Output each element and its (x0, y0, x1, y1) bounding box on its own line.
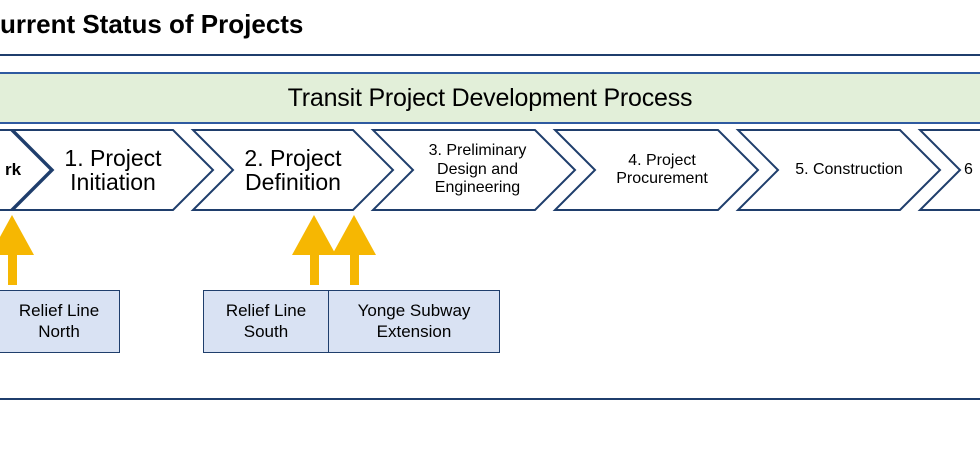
stage-0-label: rk (4, 160, 22, 180)
stage-4-chevron (552, 129, 760, 211)
stage-5-label: 5. Construction (795, 160, 903, 178)
stage-5-chevron (735, 129, 942, 211)
stage-3-label: 3. Preliminary Design and Engineering (428, 142, 527, 197)
stage-2-label: 2. Project Definition (244, 144, 342, 195)
status-arrow-icon (292, 215, 336, 285)
process-banner: Transit Project Development Process (0, 72, 980, 124)
stage-3-chevron (370, 129, 577, 211)
status-arrow-icon (0, 215, 34, 285)
stage-2-chevron (190, 129, 395, 211)
stage-6-chevron (917, 129, 980, 211)
bottom-divider (0, 398, 980, 400)
stage-6-label: 6 (964, 160, 973, 178)
stage-4-label: 4. Project Procurement (616, 151, 708, 187)
stage-0-chevron (0, 129, 53, 211)
page-title: urrent Status of Projects (0, 9, 304, 39)
project-relief-line-north: Relief Line North (0, 290, 120, 353)
project-yonge-subway-extension: Yonge Subway Extension (328, 290, 500, 353)
stage-1-label: 1. Project Initiation (64, 144, 162, 195)
top-divider (0, 54, 980, 56)
stage-1-chevron (10, 129, 215, 211)
status-arrow-icon (332, 215, 376, 285)
project-relief-line-south: Relief Line South (203, 290, 329, 353)
